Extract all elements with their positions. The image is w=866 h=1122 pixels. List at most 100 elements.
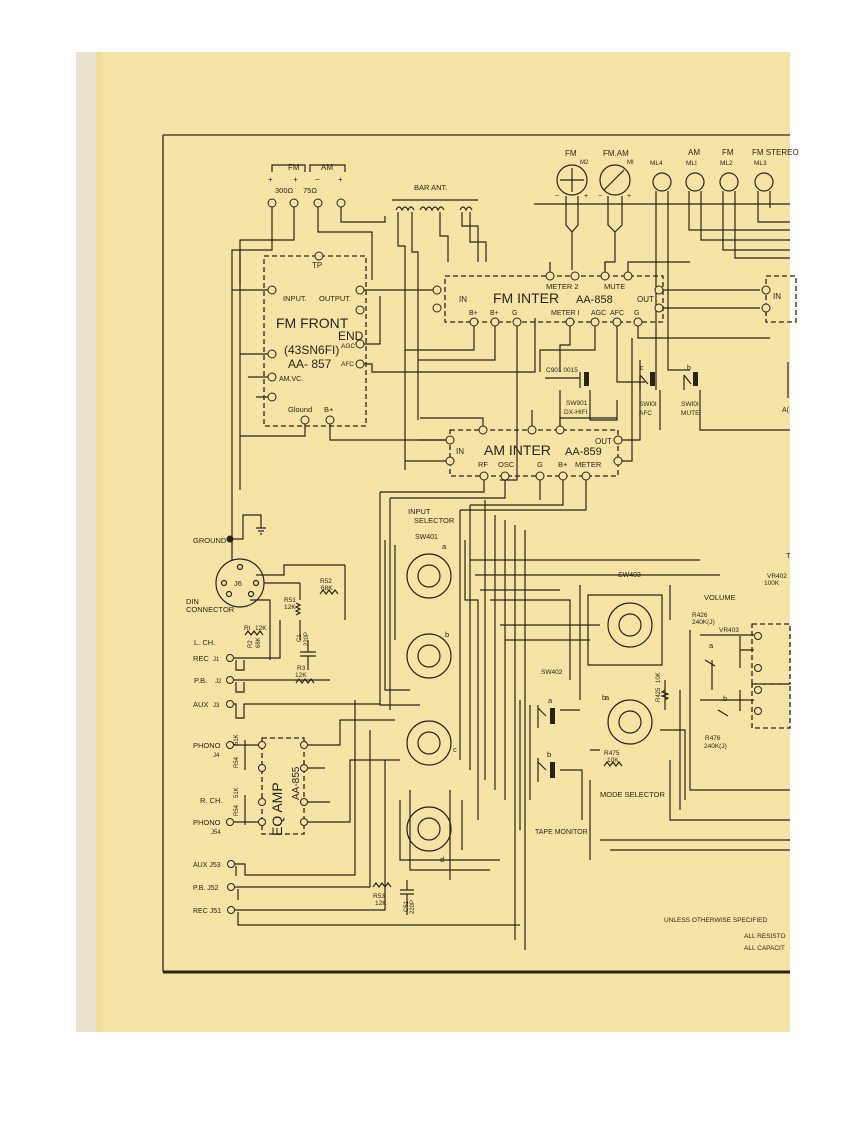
lamp-ml3-top: FM STEREO (752, 148, 799, 157)
mode-sel-b: b (602, 693, 606, 702)
eq-amp-box (261, 737, 305, 835)
impedance-75: 75Ω (303, 186, 317, 195)
am-inter-pin-out2 (613, 456, 623, 466)
phono-j4-id: J4 (213, 753, 220, 759)
lamp-mli-id: MLI (686, 160, 697, 167)
fm-inter-out: OUT (637, 295, 654, 304)
fe-code: (43SN6FI) (284, 343, 339, 357)
input-selector-label2: SELECTOR (414, 516, 455, 525)
volume-b: b (723, 694, 727, 703)
am-inter-board: IN AM INTER AA-859 OUT RF OSC G B+ METER (380, 338, 641, 511)
c51-value: 220P (410, 900, 416, 914)
antenna-fm-label: FM (288, 163, 300, 172)
fe-pin-11 (267, 392, 277, 402)
fm-inter-title: FM INTER (493, 290, 559, 306)
sw101a-contact (650, 372, 655, 386)
am-inter-top-pin-1 (478, 425, 488, 435)
lamp-ml3 (754, 172, 774, 192)
r54a-label: R54 (234, 756, 240, 768)
r2-value: 68K (256, 637, 262, 648)
r1-value: 12K (255, 625, 267, 632)
note-line-1: UNLESS OTHERWISE SPECIFIED (664, 917, 767, 924)
lamp-ml4 (652, 172, 672, 192)
fe-title-2: END (338, 329, 364, 343)
aux-j3-label: AUX (193, 700, 208, 709)
r51-value: 12K (284, 604, 296, 611)
am-inter-pin-12 (558, 471, 568, 481)
next-block-box (765, 275, 797, 323)
meter-m1-plus: + (627, 193, 631, 200)
phono-j54-id: J54 (211, 830, 221, 836)
fm-inter-pin-7 (565, 317, 575, 327)
terminal-minus: − (315, 175, 320, 184)
rec-j1-id: J1 (213, 657, 220, 663)
am-inter-pin-in1 (445, 435, 455, 445)
sw403-label: SW403 (618, 572, 641, 579)
jack-j53 (227, 860, 235, 868)
paper-shadow-strip (96, 52, 102, 1032)
am-inter-rf: RF (478, 460, 488, 469)
fe-pin-10 (267, 372, 277, 382)
eq-amp-title: EQ AMP (269, 782, 285, 836)
am-inter-bplus: B+ (558, 460, 568, 469)
jack-j4 (226, 741, 234, 749)
meter-fm-id: M2 (580, 160, 589, 166)
r53-value: 12K (375, 900, 387, 907)
din-label-2: CONNECTOR (186, 605, 235, 614)
fe-output-label: OUTPUT. (319, 294, 351, 303)
fe-title-1: FM FRONT (276, 315, 349, 331)
r425-label: R425 (656, 687, 662, 702)
r476-value: 240K(J) (704, 743, 727, 750)
r3-value: 12K (295, 672, 307, 679)
fm-inter-agc: AGC (591, 310, 606, 317)
antenna-terminal-1 (267, 198, 277, 208)
fm-inter-in: IN (459, 295, 467, 304)
eq-amp-model: AA-855 (291, 766, 302, 800)
sw402-a: a (548, 696, 553, 705)
fm-inter-model: AA-858 (576, 294, 613, 306)
am-inter-pin-3 (479, 471, 489, 481)
lamp-mli-top: AM (688, 148, 700, 157)
meter-m2 (556, 164, 588, 196)
fe-agc: AGC (341, 343, 355, 350)
sw901-label: SW901 (566, 400, 588, 407)
antenna-section: FM AM + + − + 300Ω 75Ω BAR ANT. (231, 163, 487, 470)
sw402-b: b (547, 750, 551, 759)
next-block-pin-1 (761, 285, 771, 295)
meter-fmam-label: FM.AM (603, 149, 629, 158)
din-j6-label: J6 (234, 579, 242, 588)
pb-j2-label: P.B. (194, 676, 207, 685)
meter-fm-label: FM (565, 149, 577, 158)
sw401-deck-a: a (442, 542, 447, 551)
ground-label: GROUND (193, 536, 227, 545)
am-inter-out: OUT (595, 437, 612, 446)
sw101a-label: SWI0I (639, 401, 657, 408)
drawing-frame (162, 134, 790, 974)
aux-j53-label: AUX J53 (193, 862, 221, 869)
meter-m1-minus: − (598, 193, 602, 200)
note-line-2: ALL RESISTO (744, 933, 786, 940)
fm-inter-bplus2: B+ (490, 310, 499, 317)
vr402-partial: T (786, 551, 791, 560)
am-inter-pin-out1 (613, 435, 623, 445)
fm-inter-mute: MUTE (604, 282, 625, 291)
r426-value: 240K(J) (692, 619, 715, 626)
r475-value: 10K (607, 757, 619, 764)
fm-inter-pin-in1 (432, 285, 442, 295)
sw101b-contact (693, 372, 698, 386)
sw401-label: SW401 (415, 534, 438, 541)
fm-inter-pin-out1 (654, 285, 664, 295)
sw401-deck-c-rotor (406, 720, 452, 766)
mode-selector: a b R425 10K R475 10K MODE SELECTOR (589, 672, 790, 860)
fe-pin-2 (355, 285, 365, 295)
meter-fmam-id: MI (627, 160, 634, 166)
sw401-deck-c: c (453, 745, 457, 754)
meter-m2-minus: − (555, 193, 559, 200)
next-block-pin-2 (761, 303, 771, 313)
fe-afc: AFC (341, 361, 354, 368)
sw101b-label: SWI0I (681, 401, 699, 408)
lamp-ml2 (719, 172, 739, 192)
terminal-plus-1: + (268, 175, 273, 184)
sw101a-fn: AFC (639, 410, 652, 417)
vr402-label: VR402 (767, 573, 787, 580)
